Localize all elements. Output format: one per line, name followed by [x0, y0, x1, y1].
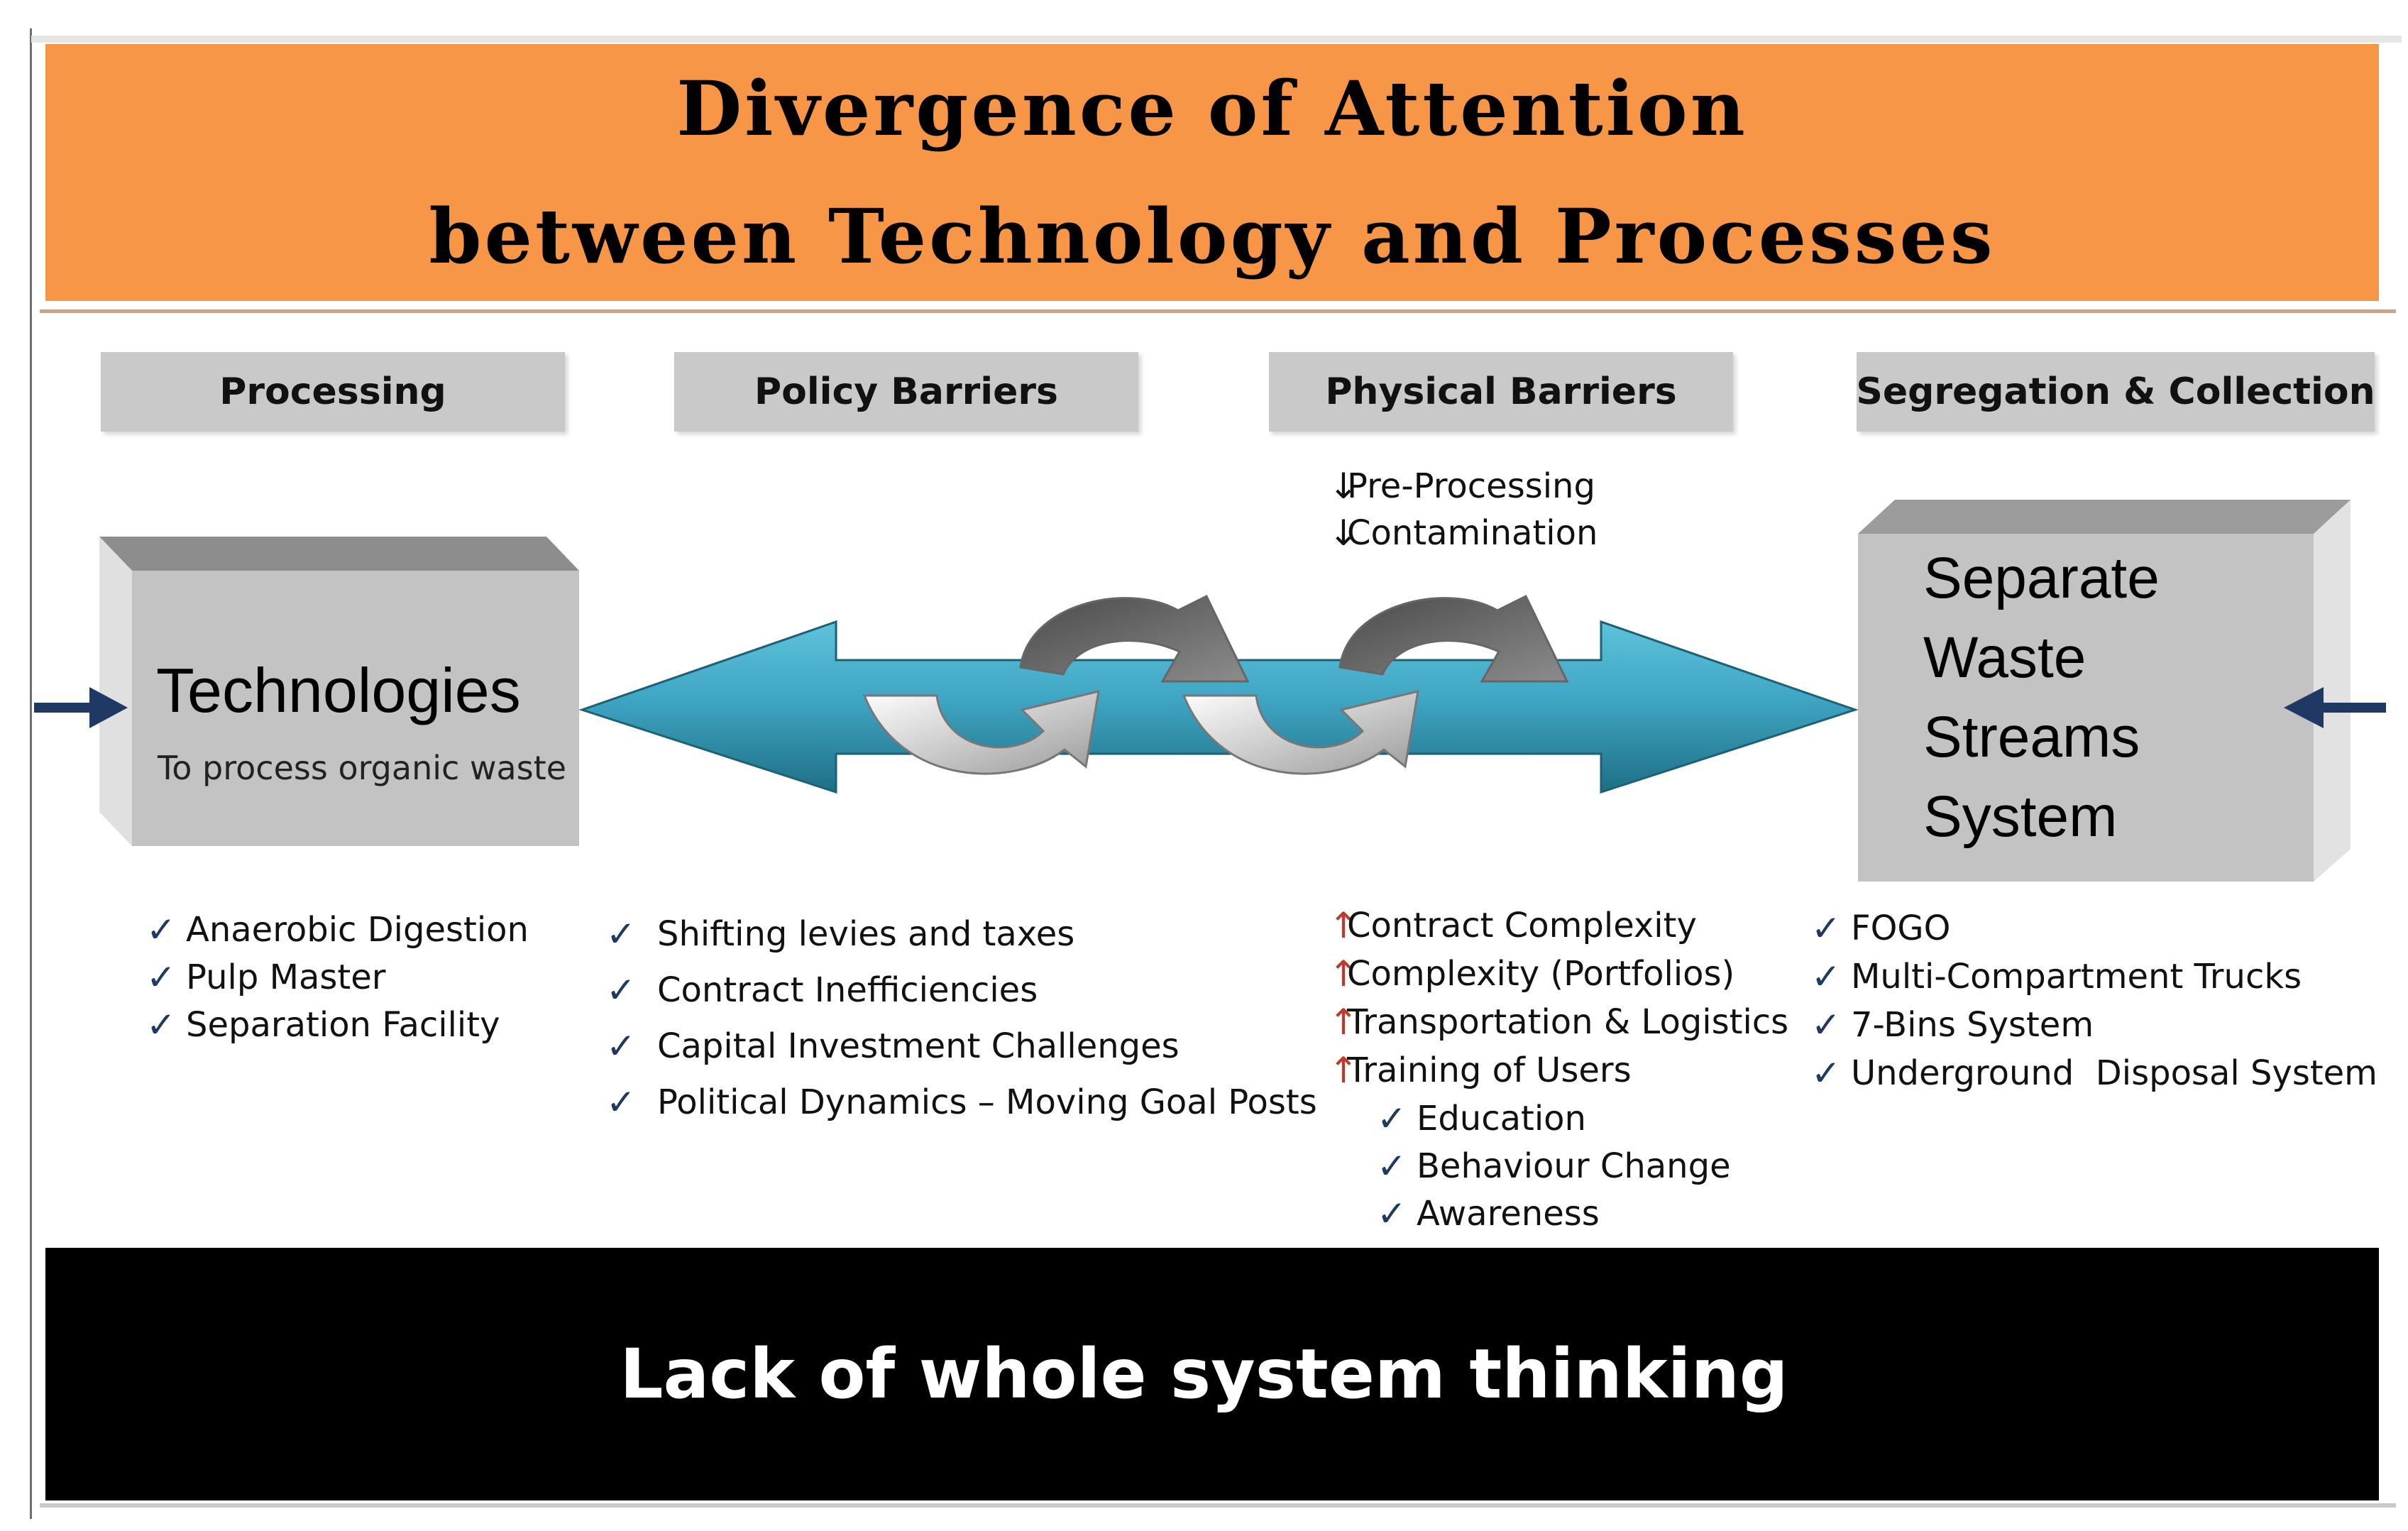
left-border: [30, 28, 32, 1519]
bottom-border: [40, 1503, 2396, 1508]
check-icon: ✓: [606, 1025, 636, 1067]
down-arrow-icon: ↓: [1329, 512, 1358, 554]
check-icon: ✓: [1811, 908, 1841, 949]
check-icon: ✓: [1377, 1145, 1407, 1187]
check-icon: ✓: [1811, 1004, 1841, 1046]
list-item: ✓ 7-Bins System: [1811, 1004, 2094, 1046]
training-sublist: ✓ Education ✓ Behaviour Change ✓ Awarene…: [1377, 1094, 1731, 1237]
list-item: ✓ Awareness: [1377, 1192, 1600, 1234]
list-item: ✓ FOGO: [1811, 908, 1951, 949]
up-arrow-icon: ↑: [1329, 905, 1358, 946]
down-arrow-icon: ↓: [1329, 466, 1358, 507]
list-item: ✓ Underground Disposal System: [1811, 1053, 2377, 1094]
footer-bar: [45, 1248, 2379, 1500]
cycle-arrows-icon: [862, 594, 1569, 775]
header-segregation-collection: Segregation & Collection: [1856, 352, 2375, 432]
list-item: ↑ Transportation & Logistics: [1329, 1002, 1789, 1043]
list-item: ✓ Shifting levies and taxes: [606, 913, 1075, 955]
up-arrow-icon: ↑: [1329, 1050, 1358, 1091]
list-item: ✓ Contract Inefficiencies: [606, 969, 1038, 1011]
list-item: ✓ Multi-Compartment Trucks: [1811, 956, 2302, 997]
footer-text: Lack of whole system thinking: [620, 1334, 1788, 1414]
right-side-arrow-icon: [2284, 687, 2386, 728]
check-icon: ✓: [1811, 956, 1841, 997]
list-item: ✓ Capital Investment Challenges: [606, 1025, 1180, 1067]
check-icon: ✓: [606, 913, 636, 955]
title-banner: Divergence of Attention between Technolo…: [45, 44, 2379, 301]
technologies-subtitle: To process organic waste: [158, 749, 567, 787]
list-item: ↑ Training of Users: [1329, 1050, 1632, 1091]
policy-list: ✓ Shifting levies and taxes ✓ Contract I…: [606, 906, 1317, 1130]
up-arrow-icon: ↑: [1329, 1002, 1358, 1043]
check-icon: ✓: [146, 956, 176, 998]
list-item: ✓ Education: [1377, 1097, 1586, 1139]
check-icon: ✓: [606, 969, 636, 1011]
header-physical-barriers: Physical Barriers: [1269, 352, 1733, 432]
separate-line-4: System: [1923, 784, 2118, 849]
list-item: ✓ Separation Facility: [146, 1004, 500, 1046]
list-item: ↑ Complexity (Portfolios): [1329, 953, 1735, 994]
list-item: ✓ Behaviour Change: [1377, 1145, 1731, 1187]
check-icon: ✓: [146, 909, 176, 950]
list-item: ✓ Pulp Master: [146, 956, 386, 998]
processing-list: ✓ Anaerobic Digestion ✓ Pulp Master ✓ Se…: [146, 906, 529, 1048]
up-arrow-icon: ↑: [1329, 953, 1358, 994]
left-side-arrow-icon: [34, 687, 128, 728]
check-icon: ✓: [606, 1081, 636, 1123]
header-processing: Processing: [101, 352, 565, 432]
separate-line-3: Streams: [1923, 705, 2140, 769]
header-policy-barriers: Policy Barriers: [674, 352, 1138, 432]
list-item: ↓ Pre-Processing: [1329, 466, 1595, 507]
technologies-box: [99, 537, 579, 846]
technologies-title: Technologies: [156, 655, 521, 725]
top-border: [31, 35, 2402, 43]
physical-increase-list: ↑ Contract Complexity ↑ Complexity (Port…: [1329, 901, 1788, 1094]
check-icon: ✓: [146, 1004, 176, 1046]
separate-waste-box: [1858, 500, 2351, 882]
separate-line-2: Waste: [1923, 625, 2087, 690]
title-line-1: Divergence of Attention: [676, 64, 1748, 153]
check-icon: ✓: [1377, 1192, 1407, 1234]
separate-line-1: Separate: [1923, 546, 2160, 610]
banner-underline: [40, 309, 2396, 313]
check-icon: ✓: [1377, 1097, 1407, 1139]
check-icon: ✓: [1811, 1053, 1841, 1094]
title-line-2: between Technology and Processes: [429, 192, 1996, 280]
physical-decrease-list: ↓ Pre-Processing ↓ Contamination: [1329, 463, 1598, 556]
list-item: ✓ Political Dynamics – Moving Goal Posts: [606, 1081, 1317, 1123]
segregation-list: ✓ FOGO ✓ Multi-Compartment Trucks ✓ 7-Bi…: [1811, 904, 2377, 1097]
list-item: ↑ Contract Complexity: [1329, 905, 1697, 946]
list-item: ↓ Contamination: [1329, 512, 1598, 554]
list-item: ✓ Anaerobic Digestion: [146, 909, 529, 950]
